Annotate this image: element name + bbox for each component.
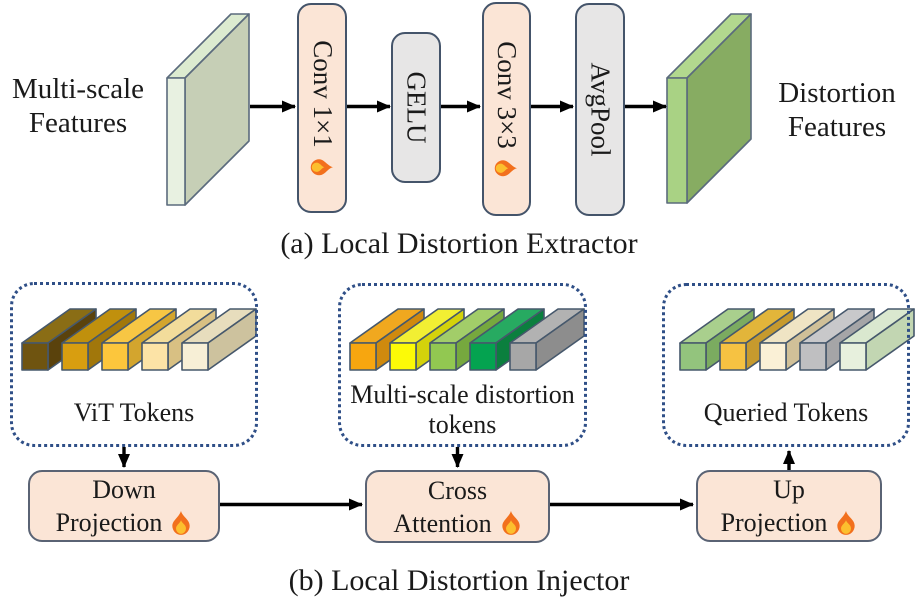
flame-icon <box>835 510 857 536</box>
distortion-features-slab <box>666 13 752 204</box>
conv3x3-block: Conv 3×3 <box>482 2 531 216</box>
vit-tokens-box: ViT Tokens <box>10 282 258 447</box>
flame-icon <box>310 156 334 176</box>
avgpool-label: AvgPool <box>585 62 616 157</box>
conv1x1-label: Conv 1×1 <box>307 39 338 148</box>
gelu-label: GELU <box>401 71 432 144</box>
vit-tokens-bar-2-front <box>61 342 89 371</box>
multiscale-distortion-tokens-bar-4-front <box>469 342 497 371</box>
vit-tokens-bar-3-front <box>101 342 129 371</box>
up-projection-block: Up Projection <box>696 470 882 542</box>
queried-tokens-label: Queried Tokens <box>703 398 869 427</box>
multiscale-distortion-tokens-bar-1-front <box>349 342 377 371</box>
multiscale-distortion-tokens-bar-2-front <box>389 342 417 371</box>
conv3x3-label: Conv 3×3 <box>492 40 522 149</box>
multiscale-distortion-tokens-bar-3-front <box>429 342 457 371</box>
multiscale-distortion-tokens-bar-5-front <box>509 342 537 371</box>
vit-tokens-bar-1-front <box>21 342 49 371</box>
queried-tokens-box: Queried Tokens <box>662 283 910 447</box>
multiscale-distortion-token-bars <box>349 308 585 371</box>
gelu-block: GELU <box>391 32 441 183</box>
queried-tokens-bar-3-front <box>759 342 787 371</box>
caption-a: (a) Local Distortion Extractor <box>280 227 638 260</box>
vit-token-bars <box>21 308 257 371</box>
multiscale-features-label: Multi-scale Features <box>11 73 145 139</box>
down-projection-block: Down Projection <box>28 470 220 542</box>
injector-arrows <box>118 447 795 511</box>
vit-tokens-bar-5-front <box>181 342 209 371</box>
queried-token-bars <box>679 308 915 371</box>
caption-b: (b) Local Distortion Injector <box>288 564 630 597</box>
vit-tokens-bar-4-front <box>141 342 169 371</box>
flame-icon <box>170 510 192 536</box>
queried-tokens-bar-2-front <box>719 342 747 371</box>
flame-icon <box>495 157 519 177</box>
multiscale-distortion-tokens-label: Multi-scale distortion tokens <box>350 380 575 439</box>
avgpool-block: AvgPool <box>575 3 625 216</box>
multiscale-distortion-tokens-box: Multi-scale distortion tokens <box>338 283 587 447</box>
multiscale-features-slab <box>166 13 250 206</box>
flame-icon <box>500 510 522 536</box>
distortion-features-label: Distortion Features <box>778 77 896 143</box>
queried-tokens-bar-4-front <box>799 342 827 371</box>
queried-tokens-bar-5-front <box>839 342 867 371</box>
vit-tokens-label: ViT Tokens <box>73 398 195 427</box>
conv1x1-block: Conv 1×1 <box>297 3 347 213</box>
cross-attention-block: Cross Attention <box>365 470 550 543</box>
queried-tokens-bar-1-front <box>679 342 707 371</box>
